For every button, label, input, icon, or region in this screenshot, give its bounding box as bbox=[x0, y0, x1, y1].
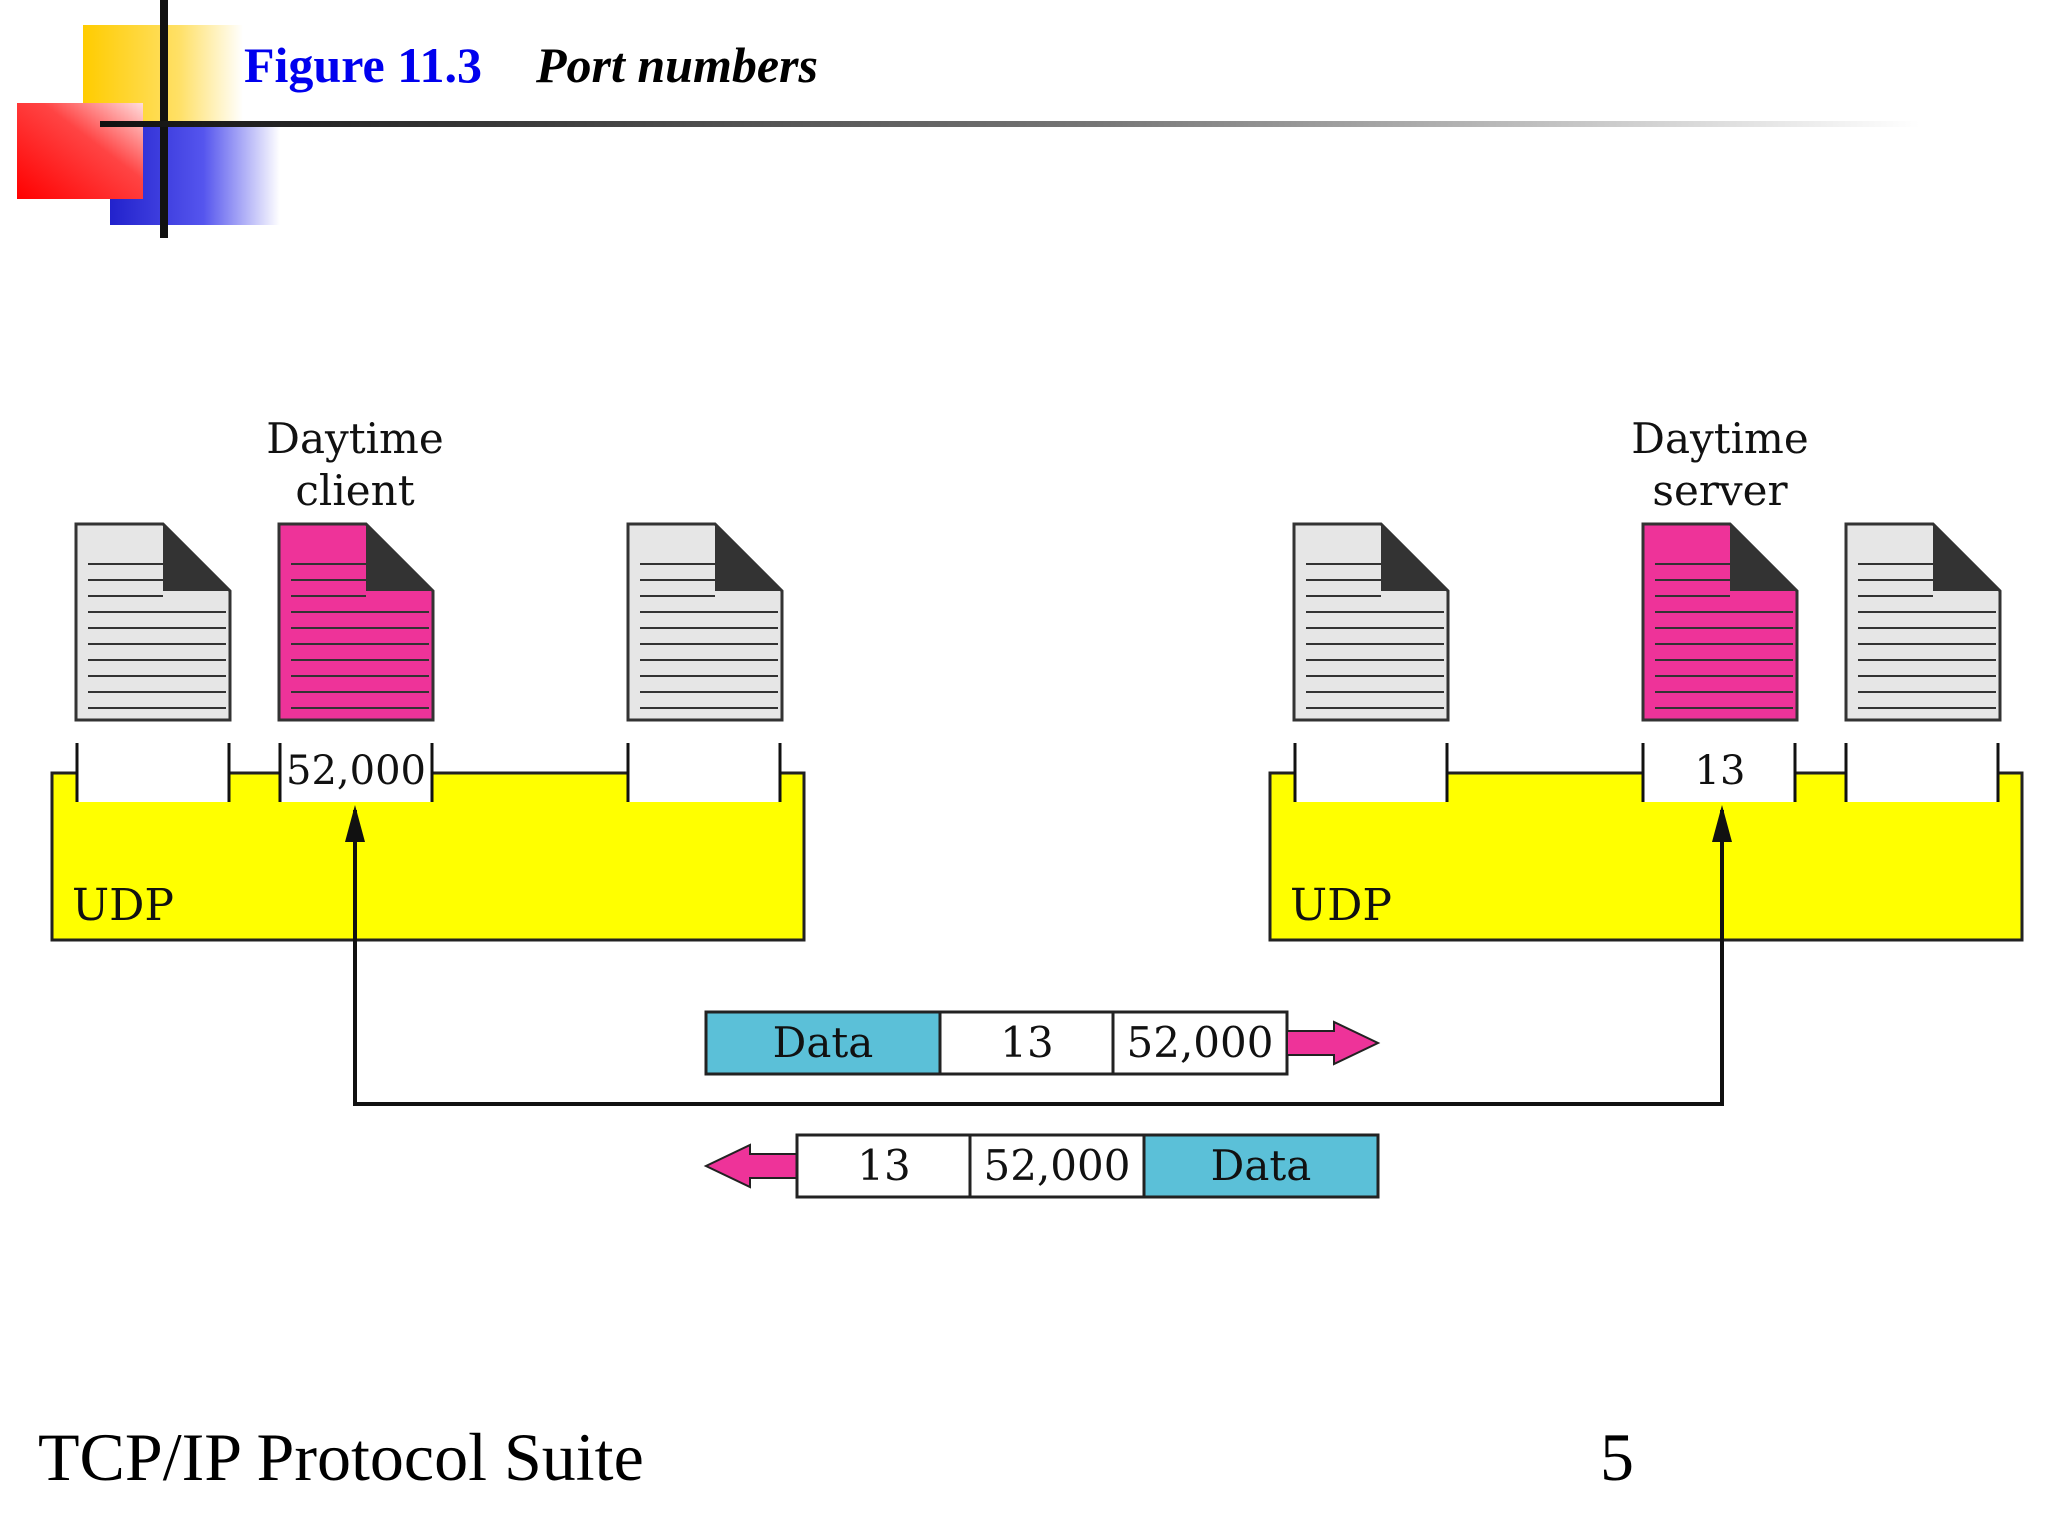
response-dest-port-field bbox=[795, 1133, 972, 1199]
client-daytime-process-icon bbox=[277, 522, 435, 722]
response-dest-port: 13 bbox=[857, 1141, 910, 1190]
figure-number: Figure 11.3 bbox=[244, 37, 482, 93]
request-data-field bbox=[704, 1010, 942, 1076]
connection-path bbox=[353, 810, 1724, 1106]
footer-course-title: TCP/IP Protocol Suite bbox=[38, 1419, 644, 1495]
figure-title-bar: Figure 11.3 Port numbers bbox=[244, 30, 818, 100]
server-up-arrowhead bbox=[1712, 805, 1732, 842]
server-process-icon-1 bbox=[1292, 522, 1450, 722]
server-port-number: 13 bbox=[1695, 748, 1746, 794]
slide-logo-decoration bbox=[17, 0, 280, 238]
server-port-slot-3 bbox=[1846, 745, 1998, 802]
client-process-icon-3 bbox=[626, 522, 784, 722]
client-process-icon-1 bbox=[74, 522, 232, 722]
request-dest-port-field bbox=[938, 1010, 1115, 1076]
response-data-field bbox=[1142, 1133, 1380, 1199]
client-up-arrowhead bbox=[345, 805, 365, 842]
request-direction-arrow bbox=[1286, 1020, 1381, 1066]
client-port-slot-3 bbox=[628, 745, 780, 802]
response-direction-arrow bbox=[703, 1143, 798, 1189]
request-source-port-field bbox=[1111, 1010, 1289, 1076]
server-udp-label: UDP bbox=[1290, 880, 1392, 931]
server-label-line2: server bbox=[1652, 466, 1788, 515]
response-source-port-field bbox=[968, 1133, 1146, 1199]
server-port-slot-2 bbox=[1643, 745, 1795, 802]
client-label-line1: Daytime bbox=[266, 414, 443, 463]
client-label-line2: client bbox=[295, 466, 414, 515]
server-port-slot-1 bbox=[1295, 745, 1447, 802]
header-rule bbox=[100, 121, 1920, 127]
client-port-slot-1 bbox=[77, 745, 229, 802]
client-port-slot-2 bbox=[280, 745, 432, 802]
request-source-port: 52,000 bbox=[1127, 1018, 1274, 1067]
server-daytime-process-icon bbox=[1641, 522, 1799, 722]
response-source-port: 52,000 bbox=[984, 1141, 1131, 1190]
figure-title: Port numbers bbox=[535, 37, 818, 93]
response-data-label: Data bbox=[1211, 1141, 1312, 1190]
request-dest-port: 13 bbox=[1000, 1018, 1053, 1067]
server-process-icon-3 bbox=[1844, 522, 2002, 722]
server-label-line1: Daytime bbox=[1631, 414, 1808, 463]
client-udp-label: UDP bbox=[72, 880, 174, 931]
request-data-label: Data bbox=[773, 1018, 874, 1067]
client-port-number: 52,000 bbox=[286, 748, 426, 794]
port-numbers-diagram: Daytime client UDP 52,000 Daytime server… bbox=[50, 414, 2024, 1199]
footer-page-number: 5 bbox=[1600, 1419, 1634, 1495]
